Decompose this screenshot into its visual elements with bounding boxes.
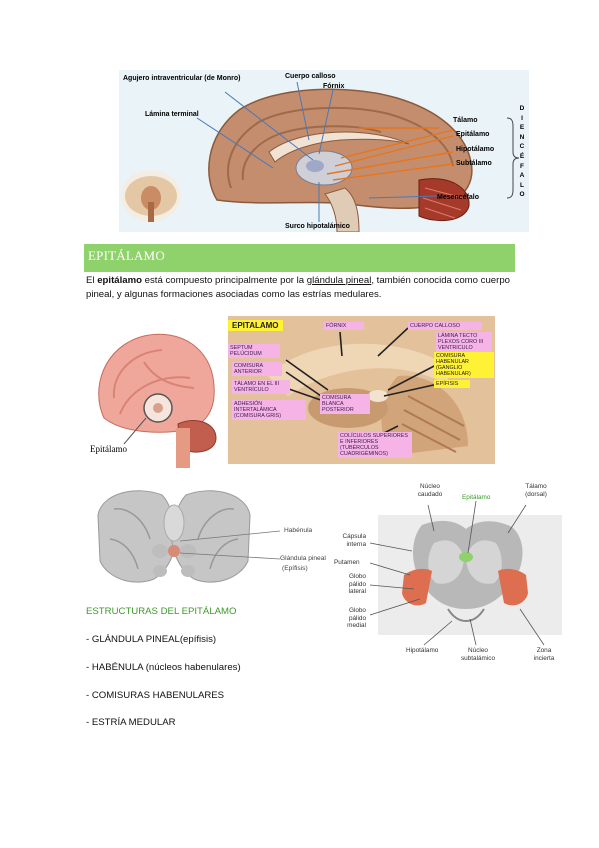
label-epitalamo-fig2: Epitálamo xyxy=(90,444,127,454)
letter: L xyxy=(520,181,524,189)
letter: E xyxy=(519,124,525,132)
label-mesencefalo: Mesencéfalo xyxy=(437,194,480,201)
letter: I xyxy=(521,114,523,122)
label-hipotalamo-fig5: Hipotálamo xyxy=(406,647,439,654)
label-globo-lateral: Globo pálido lateral xyxy=(348,573,366,596)
section-header: EPITÁLAMO xyxy=(84,244,515,272)
epitalamo-labeled-figure: EPITALAMO FÓRNIX CUERPO CALLOSO LÁMINA T… xyxy=(228,316,495,464)
intro-paragraph: El epitálamo está compuesto principalmen… xyxy=(86,274,516,302)
label-comisura-habenular: COMISURA HABENULAR (GANGLIO HABENULAR) xyxy=(434,352,494,378)
section-title: EPITÁLAMO xyxy=(88,248,165,263)
label-surco: Surco hipotalámico xyxy=(285,223,350,230)
label-habenula: Habénula xyxy=(284,527,313,534)
thumbnail-brain-image xyxy=(121,170,181,222)
label-talamo-fig5: Tálamo (dorsal) xyxy=(525,483,547,498)
label-agujero: Agujero intraventricular (de Monro) xyxy=(123,75,241,82)
para-text-1: El xyxy=(86,275,98,286)
letter: D xyxy=(519,105,525,112)
brain-illustration xyxy=(98,333,217,468)
label-glandula: Glándula pineal xyxy=(280,555,326,562)
thumbnail-brain-icon xyxy=(125,176,177,222)
structure-item: - HABÉNULA (núcleos habenulares) xyxy=(86,662,241,673)
structure-item: - GLÁNDULA PINEAL(epífisis) xyxy=(86,634,217,645)
diencefalo-vertical-label: D I E N C É F A L O xyxy=(517,104,527,200)
label-capsula: Cápsula interna xyxy=(342,533,366,548)
label-nucleo-caudado: Núcleo caudado xyxy=(417,483,443,498)
glandula-pineal-link[interactable]: glándula pineal xyxy=(306,275,372,286)
label-fornix-fig3: FÓRNIX xyxy=(324,322,364,330)
label-hipotalamo: Hipotálamo xyxy=(456,146,495,153)
label-lamina-terminal: Lámina terminal xyxy=(145,111,199,118)
label-comisura-anterior: COMISURA ANTERIOR xyxy=(232,362,282,376)
label-cuerpo-calloso-fig3: CUERPO CALLOSO xyxy=(408,322,482,330)
letter: É xyxy=(519,152,525,160)
brain-epitalamo-figure: Epitálamo xyxy=(84,328,224,468)
label-fornix: Fórnix xyxy=(323,83,345,90)
label-coliculos: COLÍCULOS SUPERIORES E INFERIORES (TUBÉR… xyxy=(338,432,412,458)
letter: C xyxy=(519,143,525,151)
structure-item: - COMISURAS HABENULARES xyxy=(86,690,225,701)
letter: F xyxy=(520,162,524,170)
label-adhesion: ADHESIÓN INTERTALÁMICA (COMISURA GRIS) xyxy=(232,400,306,420)
label-comisura-blanca: COMISURA BLANCA POSTERIOR xyxy=(320,394,370,414)
coronal-illustration xyxy=(369,500,545,646)
label-epitalamo-fig5: Epitálamo xyxy=(462,494,491,501)
brainstem-dorsal-figure: Habénula Glándula pineal (Epífisis) xyxy=(84,479,330,587)
label-cuerpo-calloso: Cuerpo calloso xyxy=(285,73,336,80)
label-nucleo-subtalamico: Núcleo subtalámico xyxy=(460,647,496,662)
label-septum: SEPTUM PELÚCIDUM xyxy=(228,344,280,358)
label-putamen: Putamen xyxy=(334,559,360,566)
label-epifisis: EPÍFISIS xyxy=(434,380,470,388)
label-globo-medial: Globo pálido medial xyxy=(347,607,366,630)
label-epifisis-fig4: (Epífisis) xyxy=(282,565,308,572)
para-text-2: está compuesto principalmente por la xyxy=(142,275,307,286)
diencephalon-illustration xyxy=(196,81,520,232)
label-talamo: Tálamo xyxy=(453,117,478,124)
structure-item: - ESTRÍA MEDULAR xyxy=(86,717,176,728)
para-text-3: , también conocida como cuerpo pineal, y… xyxy=(86,275,510,300)
letter: N xyxy=(519,133,525,141)
diencephalon-figure: Agujero intraventricular (de Monro) Cuer… xyxy=(119,70,529,232)
coronal-section-figure: Núcleo caudado Epitálamo Tálamo (dorsal)… xyxy=(330,479,563,669)
label-talamo-fig3: TÁLAMO EN EL III VENTRÍCULO xyxy=(232,380,290,394)
label-lamina-tecto: LÁMINA TECTO PLEXOS CORO III VENTRICULO xyxy=(436,332,492,352)
letter: O xyxy=(519,191,525,199)
letter: A xyxy=(519,172,525,180)
structures-title: ESTRUCTURAS DEL EPITÁLAMO xyxy=(86,606,237,617)
label-zona-incierta: Zona incierta xyxy=(533,647,555,662)
brainstem-illustration xyxy=(97,490,281,583)
label-subtalamo: Subtálamo xyxy=(456,160,492,167)
fig3-title: EPITALAMO xyxy=(228,320,283,331)
label-epitalamo: Epitálamo xyxy=(456,131,490,138)
para-bold: epitálamo xyxy=(97,275,142,286)
